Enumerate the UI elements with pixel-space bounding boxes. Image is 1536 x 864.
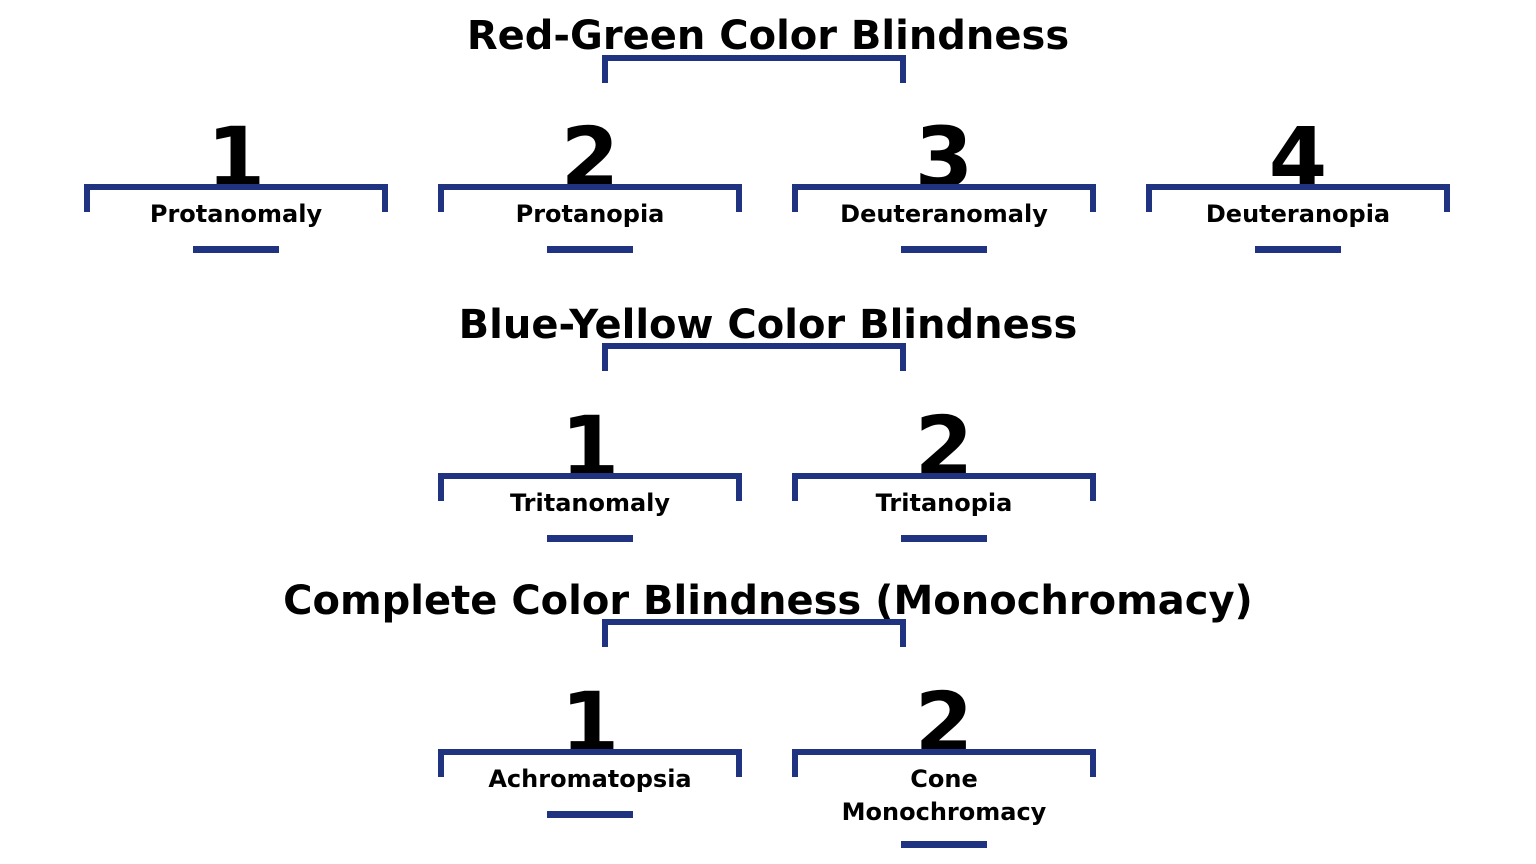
- item-bracket: [1146, 184, 1450, 212]
- item-bracket: [792, 184, 1096, 212]
- item-underline: [901, 246, 987, 253]
- section-bracket-blue-yellow: [602, 343, 906, 371]
- item-label-line2: Monochromacy: [841, 798, 1047, 826]
- item-underline: [547, 535, 633, 542]
- section-title-red-green: Red-Green Color Blindness: [466, 13, 1070, 59]
- item-underline: [547, 811, 633, 818]
- item-bracket: [792, 749, 1096, 777]
- section-bracket-complete: [602, 619, 906, 647]
- section-title-complete: Complete Color Blindness (Monochromacy): [283, 578, 1253, 624]
- item-label: Protanomaly: [149, 200, 323, 228]
- item-label: Deuteranopia: [1205, 200, 1391, 228]
- item-label: Achromatopsia: [488, 765, 692, 793]
- item-label: Cone Monochromacy: [792, 763, 1096, 829]
- item-bracket: [84, 184, 388, 212]
- item-underline: [1255, 246, 1341, 253]
- item-bracket: [792, 473, 1096, 501]
- item-bracket: [438, 473, 742, 501]
- item-label: Tritanopia: [875, 489, 1013, 517]
- item-label-line1: Cone: [910, 765, 978, 793]
- item-underline: [901, 535, 987, 542]
- item-label: Protanopia: [515, 200, 665, 228]
- item-bracket: [438, 184, 742, 212]
- item-label: Tritanomaly: [509, 489, 671, 517]
- item-underline: [901, 841, 987, 848]
- item-underline: [547, 246, 633, 253]
- item-bracket: [438, 749, 742, 777]
- item-label: Deuteranomaly: [840, 200, 1048, 228]
- section-bracket-red-green: [602, 55, 906, 83]
- section-title-blue-yellow: Blue-Yellow Color Blindness: [458, 302, 1078, 348]
- item-underline: [193, 246, 279, 253]
